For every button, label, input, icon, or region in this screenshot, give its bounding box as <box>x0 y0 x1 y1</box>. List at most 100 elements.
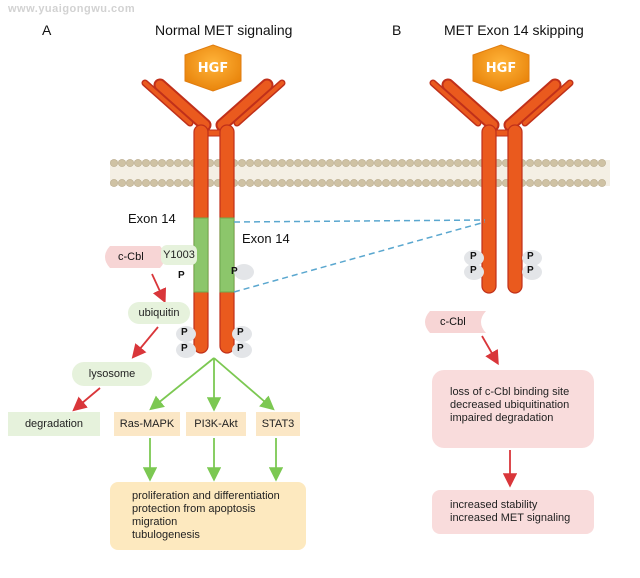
membrane-bead <box>550 179 558 187</box>
outcome-item: tubulogenesis <box>132 529 200 541</box>
membrane-bead <box>590 179 598 187</box>
membrane-bead <box>534 159 542 167</box>
membrane-bead <box>326 179 334 187</box>
membrane-bead <box>430 159 438 167</box>
membrane-bead <box>310 159 318 167</box>
membrane-bead <box>542 179 550 187</box>
membrane-bead <box>598 179 606 187</box>
membrane-bead <box>158 159 166 167</box>
panel-a-letter: A <box>42 22 52 38</box>
membrane-bead <box>270 179 278 187</box>
membrane-bead <box>438 159 446 167</box>
membrane-bead <box>294 159 302 167</box>
degradation-label: degradation <box>24 418 84 430</box>
phospho-label: P <box>527 265 534 276</box>
membrane-bead <box>366 159 374 167</box>
phospho-label: P <box>527 251 534 262</box>
pathway-label: STAT3 <box>261 418 295 430</box>
membrane-bead <box>526 179 534 187</box>
phospho-label: P <box>231 266 238 277</box>
membrane-bead <box>278 179 286 187</box>
membrane-bead <box>550 159 558 167</box>
membrane-bead <box>126 159 134 167</box>
lysosome-label: lysosome <box>88 368 136 380</box>
membrane-bead <box>318 159 326 167</box>
membrane-bead <box>158 179 166 187</box>
membrane-bead <box>318 179 326 187</box>
phospho-label: P <box>237 327 244 338</box>
membrane-bead <box>390 159 398 167</box>
phospho-label: P <box>470 251 477 262</box>
membrane-bead <box>350 179 358 187</box>
membrane-bead <box>470 179 478 187</box>
membrane-bead <box>430 179 438 187</box>
cbl-shape-b <box>425 311 486 333</box>
outcome-item: proliferation and differentiation <box>132 490 280 502</box>
membrane-bead <box>398 179 406 187</box>
phospho-clouds <box>176 250 542 358</box>
ubiquitin-node: ubiquitin <box>128 302 190 324</box>
membrane-bead <box>118 159 126 167</box>
membrane-bead <box>342 159 350 167</box>
membrane-bead <box>558 179 566 187</box>
y1003-site: Y1003 <box>161 245 197 265</box>
membrane-bead <box>462 159 470 167</box>
membrane-bead <box>238 179 246 187</box>
membrane-bead <box>278 159 286 167</box>
membrane-bead <box>134 159 142 167</box>
membrane-bead <box>414 179 422 187</box>
membrane-bead <box>350 159 358 167</box>
membrane-bead <box>270 159 278 167</box>
membrane-bead <box>366 179 374 187</box>
exon-skip-dashed-lines <box>233 219 486 293</box>
membrane-bead <box>182 159 190 167</box>
membrane-bead <box>262 159 270 167</box>
membrane-bead <box>342 179 350 187</box>
result-item: increased MET signaling <box>450 512 571 524</box>
cbl-label-b: c-Cbl <box>440 316 466 328</box>
membrane-bead <box>462 179 470 187</box>
effect-item: impaired degradation <box>450 412 554 424</box>
membrane-bead <box>582 179 590 187</box>
membrane-bead <box>238 159 246 167</box>
pathway-label: Ras-MAPK <box>119 418 175 430</box>
result-item: increased stability <box>450 499 538 511</box>
membrane-bead <box>414 159 422 167</box>
membrane-bead <box>166 179 174 187</box>
cell-membrane <box>110 159 610 187</box>
membrane-bead <box>358 159 366 167</box>
membrane-bead <box>134 179 142 187</box>
membrane-bead <box>262 179 270 187</box>
membrane-bead <box>286 159 294 167</box>
membrane-bead <box>166 159 174 167</box>
membrane-bead <box>422 159 430 167</box>
phospho-label: P <box>181 327 188 338</box>
membrane-bead <box>110 159 118 167</box>
membrane-bead <box>406 159 414 167</box>
membrane-bead <box>302 179 310 187</box>
ubiquitin-label: ubiquitin <box>138 307 180 319</box>
phospho-label: P <box>178 270 185 281</box>
membrane-bead <box>422 179 430 187</box>
membrane-bead <box>454 179 462 187</box>
membrane-bead <box>254 179 262 187</box>
membrane-bead <box>382 159 390 167</box>
outcomes-box: proliferation and differentiation protec… <box>110 482 306 550</box>
membrane-bead <box>294 179 302 187</box>
panel-a-title: Normal MET signaling <box>155 22 293 38</box>
membrane-bead <box>142 179 150 187</box>
membrane-bead <box>574 159 582 167</box>
membrane-bead <box>438 179 446 187</box>
membrane-bead <box>446 179 454 187</box>
membrane-bead <box>534 179 542 187</box>
pathway-label: PI3K-Akt <box>194 418 238 430</box>
membrane-bead <box>446 159 454 167</box>
membrane-bead <box>302 159 310 167</box>
hgf-label-b: HGF <box>485 61 517 76</box>
membrane-bead <box>454 159 462 167</box>
effect-item: loss of c-Cbl binding site <box>450 386 570 398</box>
phospho-label: P <box>237 343 244 354</box>
membrane-bead <box>526 159 534 167</box>
membrane-bead <box>470 159 478 167</box>
